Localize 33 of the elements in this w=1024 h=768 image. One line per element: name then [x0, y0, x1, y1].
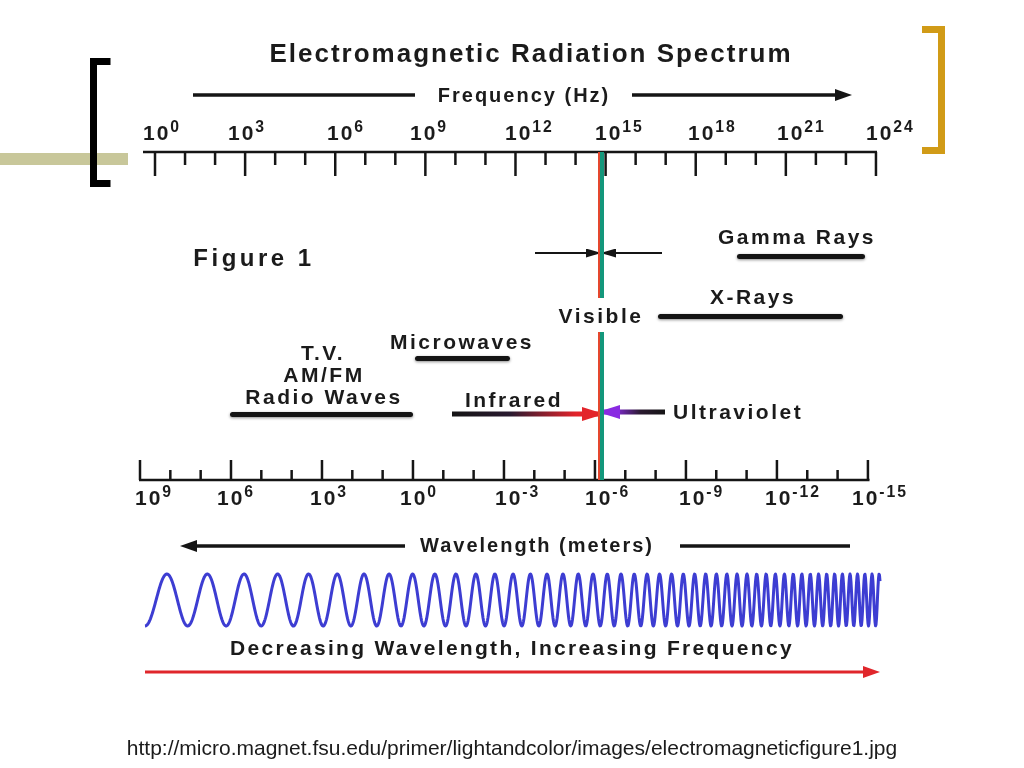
- band-label: X-Rays: [709, 286, 797, 307]
- edge-label: Infrared: [464, 389, 564, 410]
- tick-label: 10$^{3}$: [228, 122, 267, 143]
- tick-label: 10$^{3}$: [310, 487, 349, 508]
- tick-label: 10$^{21}$: [777, 122, 826, 143]
- tick-label: 10$^{0}$: [143, 122, 182, 143]
- axis-title: Wavelength (meters): [420, 535, 654, 555]
- tick-label: 10$^{24}$: [866, 122, 915, 143]
- band-label: Microwaves: [389, 331, 535, 352]
- axis-title: Frequency (Hz): [437, 85, 611, 105]
- band-label: AM/FM: [283, 364, 365, 385]
- band-label: Radio Waves: [245, 386, 403, 407]
- tick-label: 10$^{-9}$: [679, 487, 725, 508]
- tick-label: 10$^{-15}$: [852, 487, 909, 508]
- band-label: Ultraviolet: [665, 401, 804, 422]
- tick-label: 10$^{-3}$: [495, 487, 541, 508]
- tick-label: 10$^{15}$: [595, 122, 644, 143]
- caption-text: Decreasing Wavelength, Increasing Frequency: [230, 637, 794, 658]
- tick-label: 10$^{9}$: [410, 122, 449, 143]
- source-url: http://micro.magnet.fsu.edu/primer/lightandcolor/images/electromagneticfigure1.jpg: [126, 737, 898, 758]
- tick-label: 10$^{12}$: [505, 122, 554, 143]
- tick-label: 10$^{0}$: [400, 487, 439, 508]
- tick-label: 10$^{-12}$: [765, 487, 822, 508]
- band-label: Gamma Rays: [717, 226, 877, 247]
- tick-label: 10$^{6}$: [217, 487, 256, 508]
- band-label: Visible: [558, 305, 644, 326]
- diagram-title: Electromagnetic Radiation Spectrum: [269, 40, 793, 66]
- figure-label: Figure 1: [193, 246, 315, 270]
- tick-label: 10$^{9}$: [135, 487, 174, 508]
- tick-label: 10$^{18}$: [688, 122, 737, 143]
- tick-label: 10$^{6}$: [327, 122, 366, 143]
- tick-label: 10$^{-6}$: [585, 487, 631, 508]
- band-label: T.V.: [300, 342, 346, 363]
